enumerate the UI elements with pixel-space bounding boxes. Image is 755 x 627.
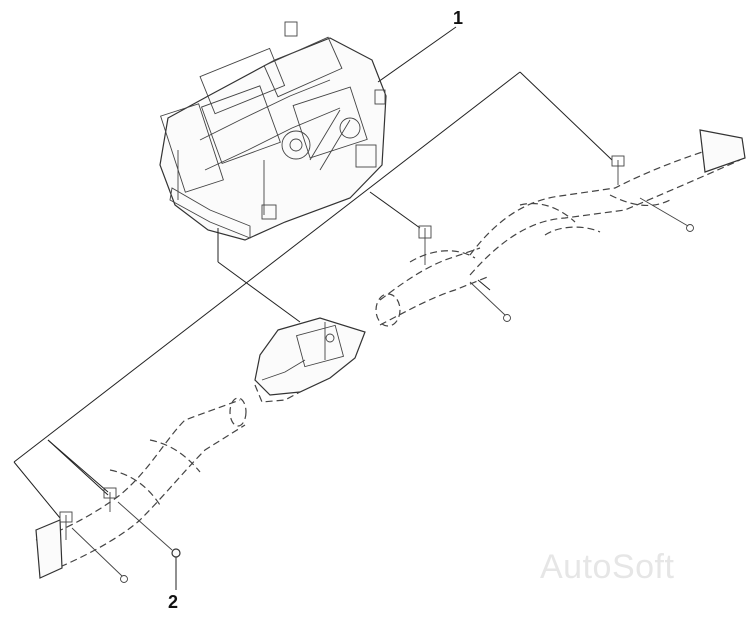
- leader-lines: [13, 26, 613, 590]
- hvac-unit: [159, 21, 387, 241]
- callout-label-2: 2: [168, 592, 179, 612]
- lower-left-duct: [35, 397, 247, 583]
- upper-right-duct: [469, 129, 746, 276]
- center-housing: [254, 317, 366, 403]
- callout-label-1: 1: [453, 8, 464, 28]
- watermark-text: AutoSoft: [540, 548, 675, 586]
- center-duct: [375, 225, 511, 327]
